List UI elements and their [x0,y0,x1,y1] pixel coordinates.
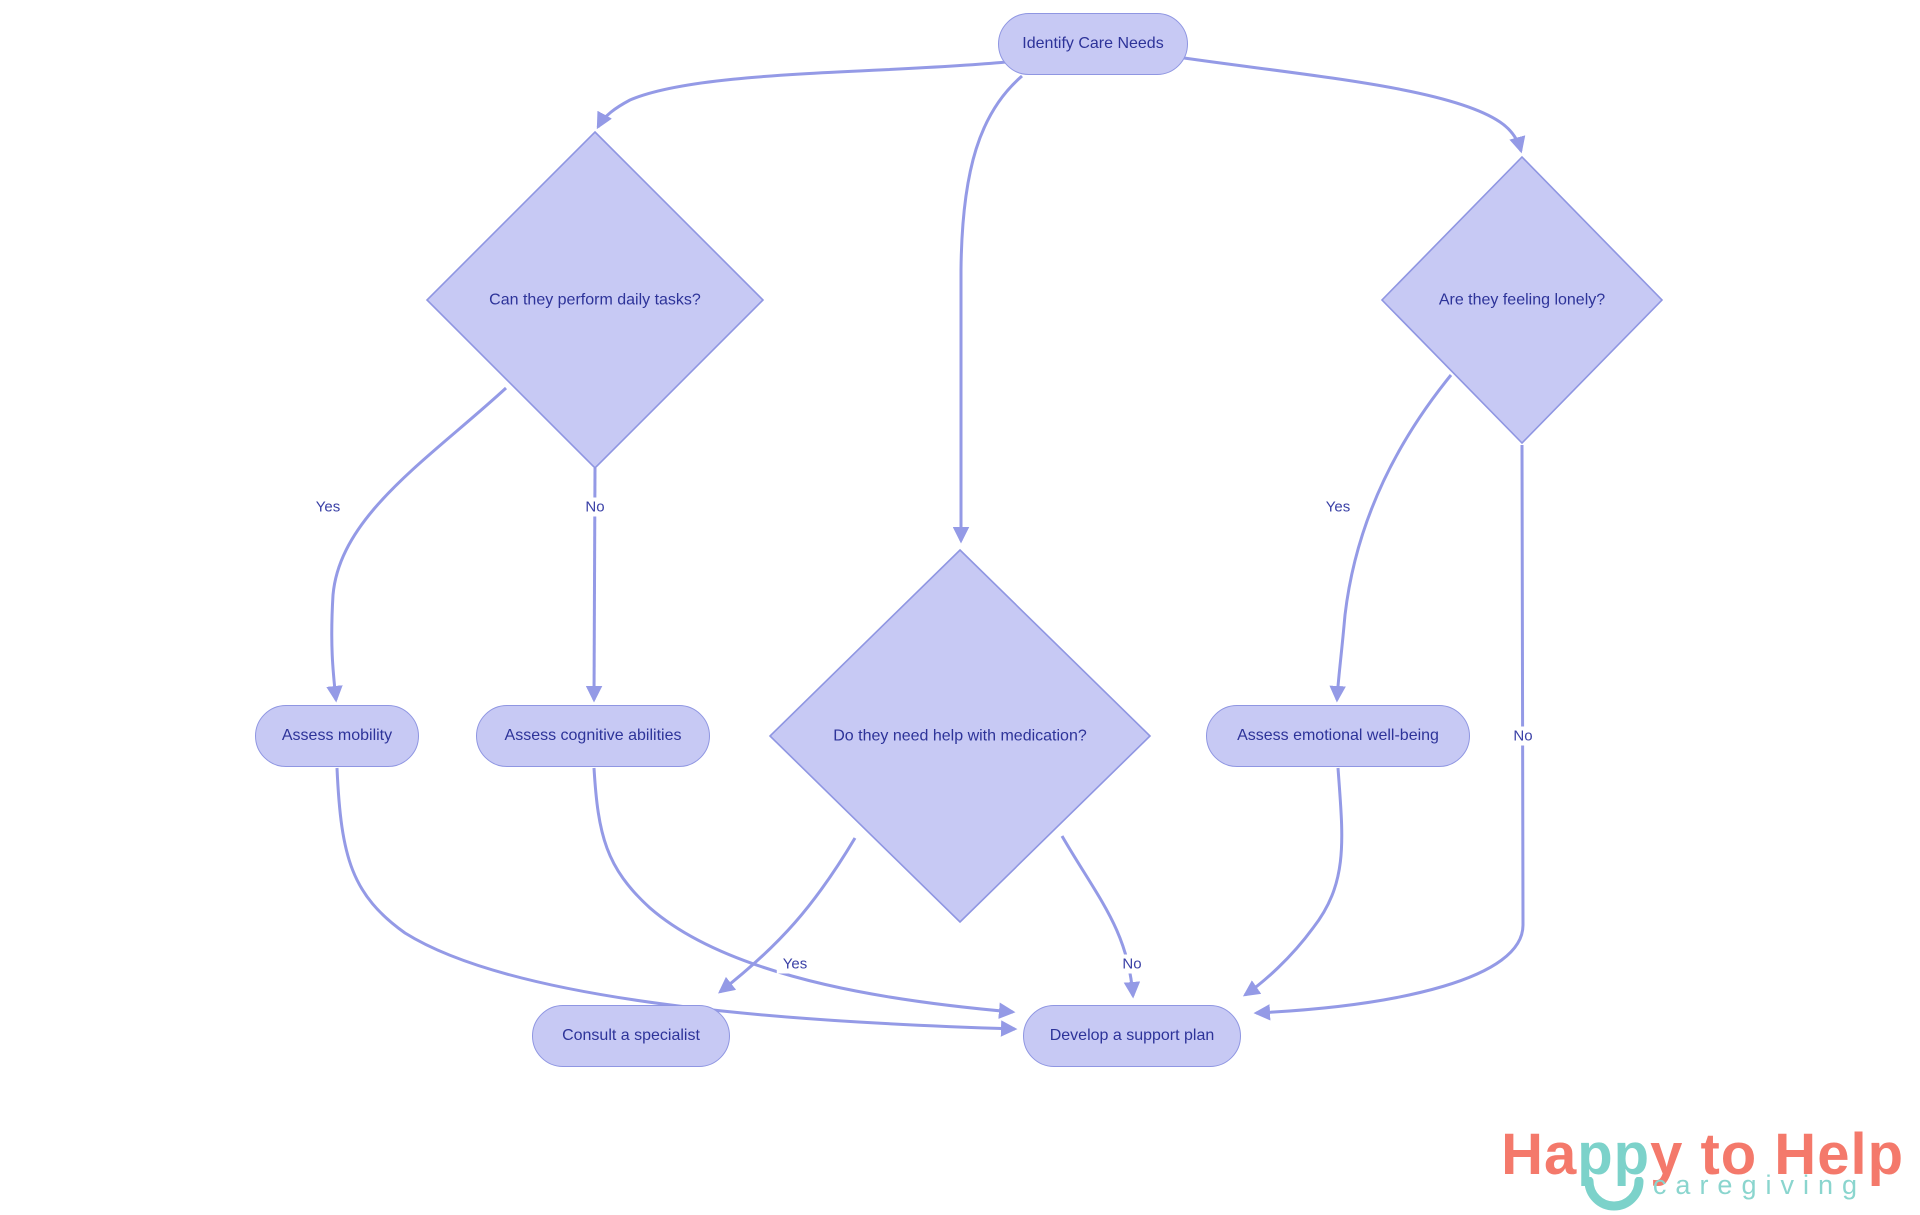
diamond-medication [768,548,1152,924]
edge-start-to-daily-tasks [596,60,1007,130]
node-assess-emotional-well-being-label: Assess emotional well-being [1237,727,1439,745]
smile-icon [1584,1177,1644,1211]
edge-medication-yes-to-specialist [718,837,857,994]
edge-lonely-no-to-support [1253,444,1525,1021]
node-identify-care-needs: Identify Care Needs [998,13,1188,75]
edge-medication-no-to-support [1060,835,1141,999]
logo-part-y-to-help: y to Help [1650,1122,1904,1187]
node-assess-emotional-well-being: Assess emotional well-being [1206,705,1470,767]
node-develop-a-support-plan: Develop a support plan [1023,1005,1241,1067]
diamond-daily-tasks [425,130,765,470]
edge-emotional-to-support [1242,767,1344,997]
node-consult-a-specialist: Consult a specialist [532,1005,730,1067]
edge-label-lonely-no: No [1507,726,1539,746]
edge-cognitive-to-support [592,767,1016,1019]
node-assess-cognitive-abilities: Assess cognitive abilities [476,705,710,767]
edge-lonely-yes-to-emotional [1329,374,1453,703]
edge-label-medication-yes: Yes [776,954,814,974]
edge-start-to-lonely [1183,56,1526,154]
node-identify-care-needs-label: Identify Care Needs [1022,35,1164,53]
logo-part-pp: pp [1577,1126,1650,1211]
edge-label-daily-yes: Yes [309,497,347,517]
node-assess-mobility-label: Assess mobility [281,727,393,745]
logo-part-ha: Ha [1501,1122,1578,1187]
edge-daily-yes-to-mobility [326,386,508,703]
edge-label-daily-no: No [579,497,611,517]
diamond-lonely [1380,155,1664,445]
edge-label-lonely-yes: Yes [1319,497,1357,517]
node-assess-cognitive-abilities-label: Assess cognitive abilities [504,727,682,745]
logo-tagline: caregiving [1652,1170,1866,1200]
node-assess-mobility: Assess mobility [255,705,419,767]
node-consult-a-specialist-label: Consult a specialist [562,1027,700,1045]
edge-start-to-medication [952,74,1023,544]
node-develop-a-support-plan-label: Develop a support plan [1049,1027,1215,1045]
edge-mobility-to-support [335,767,1018,1037]
edge-label-medication-no: No [1116,954,1148,974]
